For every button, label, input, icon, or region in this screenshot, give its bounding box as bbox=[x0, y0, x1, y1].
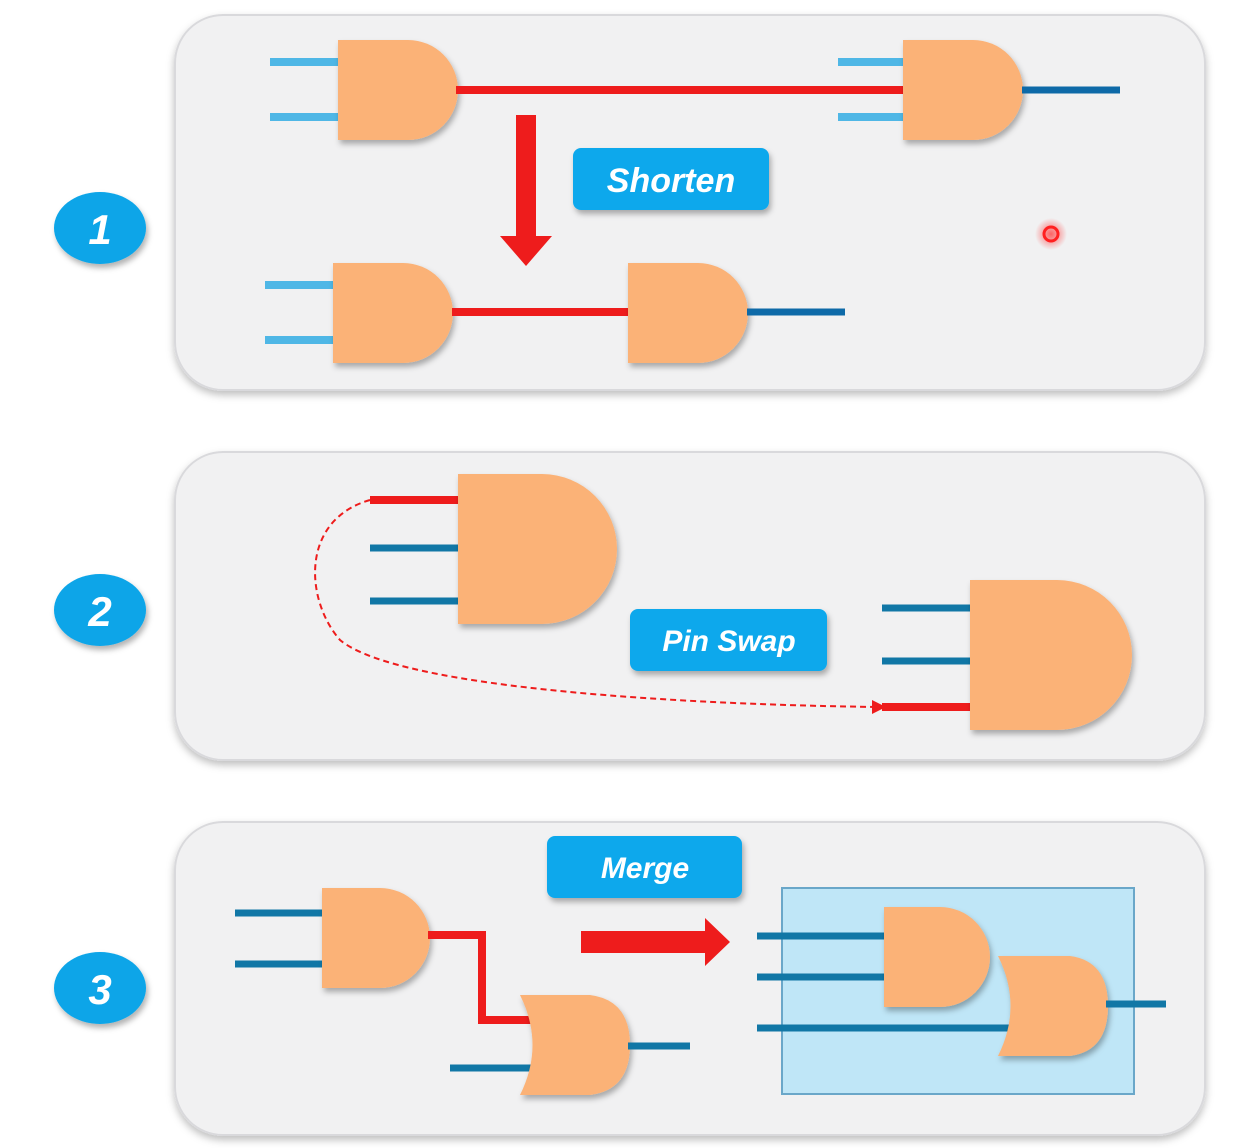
panel-background bbox=[174, 451, 1206, 761]
shorten-label: Shorten bbox=[573, 148, 769, 210]
panel-merge: Merge bbox=[174, 821, 1206, 1136]
merged-cell bbox=[757, 887, 1166, 1095]
gates-before-merge bbox=[235, 888, 690, 1095]
and-gate bbox=[338, 40, 458, 140]
step-badge-3: 3 bbox=[54, 952, 146, 1024]
and-gate bbox=[333, 263, 453, 363]
and-gate bbox=[903, 40, 1023, 140]
or-gate bbox=[998, 956, 1108, 1056]
swap-arrowhead-icon bbox=[872, 700, 886, 714]
step-number: 1 bbox=[88, 206, 111, 253]
short-net-after bbox=[265, 263, 845, 363]
long-net-before bbox=[270, 40, 1120, 140]
and-gate bbox=[458, 474, 617, 624]
swap-path bbox=[314, 499, 881, 708]
pin-swap-label-text: Pin Swap bbox=[662, 625, 795, 658]
laser-pointer-icon bbox=[1035, 218, 1067, 250]
step-number: 3 bbox=[88, 966, 111, 1013]
and-gate bbox=[628, 263, 748, 363]
pin-swap-label: Pin Swap bbox=[630, 609, 827, 671]
step-number: 2 bbox=[87, 588, 111, 635]
panel-pin-swap: Pin Swap bbox=[174, 451, 1206, 761]
gate-after-swap bbox=[882, 580, 1132, 730]
critical-net bbox=[428, 931, 540, 1024]
right-arrow-icon bbox=[581, 918, 730, 966]
down-arrow-icon bbox=[500, 115, 552, 266]
panel-shorten: Shorten bbox=[174, 14, 1206, 391]
and-gate bbox=[970, 580, 1132, 730]
merge-label: Merge bbox=[547, 836, 742, 898]
merge-label-text: Merge bbox=[601, 852, 689, 885]
step-badge-1: 1 bbox=[54, 192, 146, 264]
step-badge-2: 2 bbox=[54, 574, 146, 646]
and-gate bbox=[884, 907, 990, 1007]
or-gate bbox=[520, 995, 630, 1095]
and-gate bbox=[322, 888, 430, 988]
gate-before-swap bbox=[370, 474, 617, 624]
shorten-label-text: Shorten bbox=[607, 162, 735, 200]
